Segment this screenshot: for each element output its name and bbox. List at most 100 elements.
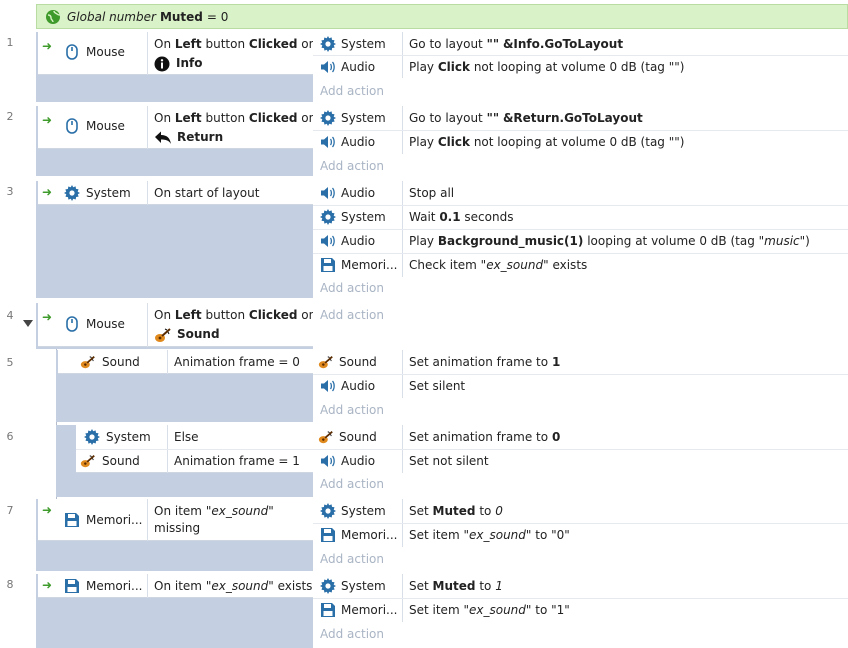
condition-target: Return [154, 128, 223, 147]
gear-icon [320, 578, 336, 594]
add-action-button[interactable]: Add action [320, 627, 384, 641]
add-action-button[interactable]: Add action [320, 477, 384, 491]
condition-text: On start of layout [154, 186, 260, 200]
action-text[interactable]: Check item "ex_sound" exists [409, 258, 588, 272]
speaker-icon [320, 59, 336, 75]
action-text[interactable]: Set silent [409, 379, 466, 393]
action-object[interactable]: System [320, 36, 386, 52]
action-text[interactable]: Set animation frame to 1 [409, 355, 561, 369]
condition-object: Memori... [64, 512, 142, 528]
global-suffix: = 0 [206, 9, 229, 24]
add-action-button[interactable]: Add action [320, 403, 384, 417]
action-text[interactable]: Play Click not looping at volume 0 dB (t… [409, 60, 685, 74]
condition-target: Sound [154, 325, 220, 344]
condition-text-line2: missing [154, 521, 201, 535]
action-text[interactable]: Go to layout "" &Info.GoToLayout [409, 37, 624, 51]
arrow-icon: ➜ [42, 310, 53, 324]
action-object[interactable]: Audio [320, 378, 375, 394]
action-text[interactable]: Set not silent [409, 454, 489, 468]
mouse-icon [64, 316, 80, 332]
action-object[interactable]: Sound [318, 429, 377, 445]
collapse-triangle-icon[interactable] [23, 320, 33, 327]
action-text[interactable]: Set item "ex_sound" to "1" [409, 603, 570, 617]
global-prefix: Global number [67, 9, 156, 24]
action-object[interactable]: Memori... [320, 527, 397, 543]
action-text[interactable]: Play Background_music(1) looping at volu… [409, 234, 810, 248]
condition-object: Sound [80, 453, 140, 469]
condition-object: Memori... [64, 578, 142, 594]
add-action-button[interactable]: Add action [320, 84, 384, 98]
condition-target: Info [154, 54, 202, 73]
action-text[interactable]: Wait 0.1 seconds [409, 210, 514, 224]
gear-icon [84, 429, 100, 445]
floppy-disk-icon [320, 257, 336, 273]
add-action-button[interactable]: Add action [320, 308, 384, 322]
speaker-icon [320, 185, 336, 201]
event-number: 7 [6, 504, 14, 517]
event-7-condition[interactable] [38, 499, 313, 541]
condition-object: Mouse [64, 316, 125, 332]
action-object[interactable]: Audio [320, 233, 375, 249]
add-action-button[interactable]: Add action [320, 281, 384, 295]
event-2-condition[interactable] [38, 106, 313, 149]
mouse-icon [64, 118, 80, 134]
condition-object: System [84, 429, 151, 445]
action-object[interactable]: System [320, 209, 386, 225]
speaker-icon [320, 134, 336, 150]
event-8-condition[interactable] [38, 574, 313, 598]
condition-text: On Left button Clicked on [154, 111, 317, 125]
action-text[interactable]: Play Click not looping at volume 0 dB (t… [409, 135, 685, 149]
event-number: 3 [6, 185, 14, 198]
condition-text: Else [174, 430, 199, 444]
action-text[interactable]: Set Muted to 1 [409, 579, 503, 593]
condition-object: System [64, 185, 131, 201]
condition-text: Animation frame = 1 [174, 454, 300, 468]
floppy-disk-icon [64, 578, 80, 594]
global-variable-row[interactable]: Global number Muted = 0 [36, 4, 848, 29]
action-text[interactable]: Set Muted to 0 [409, 504, 503, 518]
condition-object: Mouse [64, 118, 125, 134]
arrow-icon: ➜ [42, 39, 53, 53]
action-text[interactable]: Stop all [409, 186, 455, 200]
speaker-icon [320, 233, 336, 249]
event-5-condition[interactable] [58, 350, 313, 374]
action-object[interactable]: Memori... [320, 257, 397, 273]
condition-text: Animation frame = 0 [174, 355, 300, 369]
action-object[interactable]: System [320, 110, 386, 126]
guitar-icon [318, 429, 334, 445]
action-object[interactable]: Audio [320, 185, 375, 201]
guitar-icon [80, 453, 96, 469]
event-1-condition[interactable] [38, 32, 313, 75]
add-action-button[interactable]: Add action [320, 159, 384, 173]
action-object[interactable]: Audio [320, 453, 375, 469]
arrow-icon: ➜ [42, 113, 53, 127]
action-object[interactable]: System [320, 503, 386, 519]
action-object[interactable]: Audio [320, 134, 375, 150]
event-number: 1 [6, 36, 14, 49]
condition-text: On Left button Clicked on [154, 308, 317, 322]
action-text[interactable]: Set item "ex_sound" to "0" [409, 528, 570, 542]
condition-object: Sound [80, 354, 140, 370]
event-3-condition[interactable] [38, 181, 313, 205]
action-object[interactable]: Audio [320, 59, 375, 75]
gear-icon [64, 185, 80, 201]
event-number: 8 [6, 578, 14, 591]
gear-icon [320, 110, 336, 126]
guitar-icon [80, 354, 96, 370]
speaker-icon [320, 453, 336, 469]
arrow-icon: ➜ [42, 578, 53, 592]
add-action-button[interactable]: Add action [320, 552, 384, 566]
action-text[interactable]: Set animation frame to 0 [409, 430, 561, 444]
global-name: Muted [159, 9, 203, 24]
gear-icon [320, 503, 336, 519]
mouse-icon [64, 44, 80, 60]
action-object[interactable]: System [320, 578, 386, 594]
gear-icon [320, 36, 336, 52]
guitar-icon [154, 327, 172, 343]
action-text[interactable]: Go to layout "" &Return.GoToLayout [409, 111, 643, 125]
event-4-condition[interactable] [38, 303, 313, 347]
action-object[interactable]: Memori... [320, 602, 397, 618]
event-number: 2 [6, 110, 14, 123]
globe-icon [45, 9, 61, 25]
action-object[interactable]: Sound [318, 354, 377, 370]
